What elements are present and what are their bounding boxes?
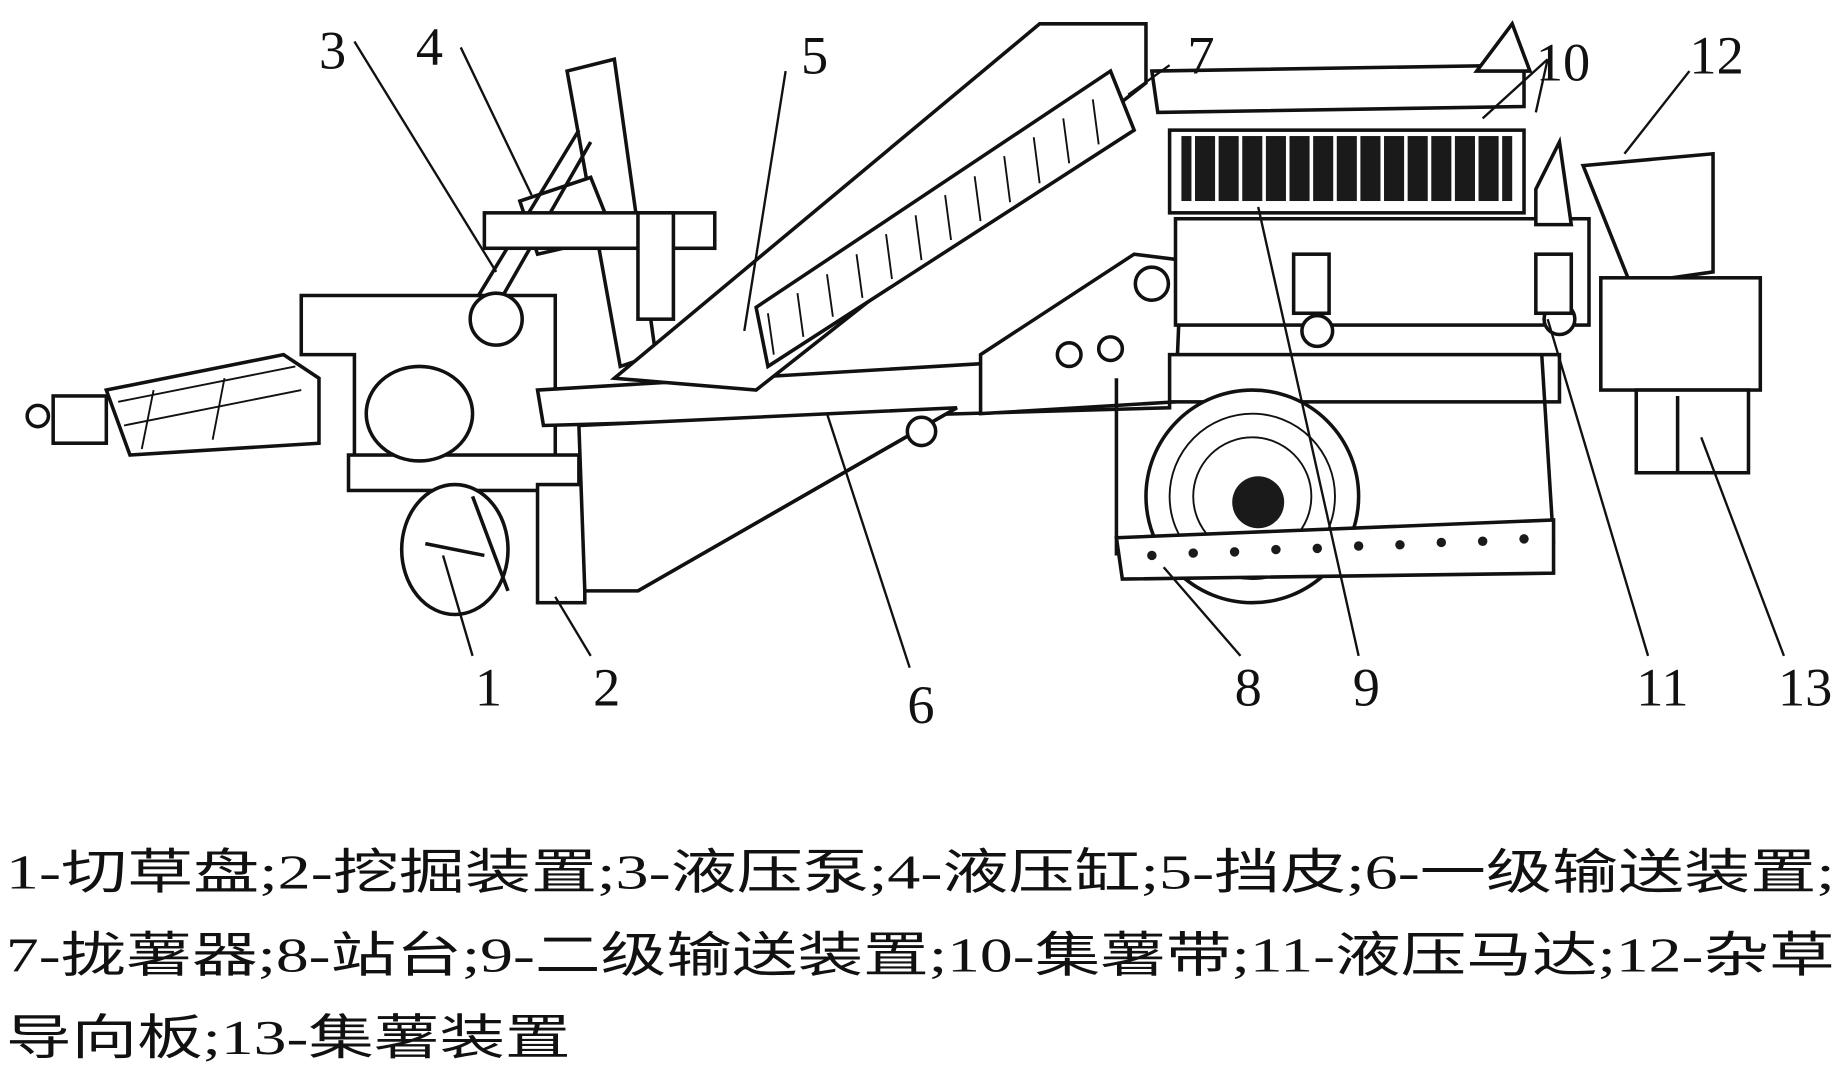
caption-line-3: 导向板;13-集薯装置 [6, 1012, 571, 1065]
conveyor-slats-1 [766, 99, 1100, 355]
label-7: 7 [1187, 25, 1214, 85]
label-10: 10 [1536, 33, 1590, 93]
label-6: 6 [907, 675, 934, 735]
label-2: 2 [593, 657, 620, 717]
label-11: 11 [1636, 657, 1688, 717]
label-13: 13 [1778, 657, 1832, 717]
label-12: 12 [1689, 25, 1743, 85]
label-4: 4 [416, 17, 443, 77]
leader-lines [353, 40, 1786, 669]
label-8: 8 [1235, 657, 1262, 717]
figure-caption: 1-切草盘;2-挖掘装置;3-液压泵;4-液压缸;5-挡皮;6-一级输送装置; … [6, 846, 1835, 1065]
label-1: 1 [475, 657, 502, 717]
label-5: 5 [801, 25, 828, 85]
label-3: 3 [319, 21, 346, 81]
label-9: 9 [1353, 657, 1380, 717]
machine-drawing [25, 20, 1763, 617]
platform-holes [1147, 534, 1529, 561]
caption-line-2: 7-拢薯器;8-站台;9-二级输送装置;10-集薯带;11-液压马达;12-杂草 [6, 929, 1835, 982]
conveyor-slats-2 [1181, 136, 1513, 202]
part-labels: 1 2 3 4 5 6 7 8 9 10 11 12 13 [319, 17, 1832, 735]
caption-line-1: 1-切草盘;2-挖掘装置;3-液压泵;4-液压缸;5-挡皮;6-一级输送装置; [6, 846, 1835, 900]
